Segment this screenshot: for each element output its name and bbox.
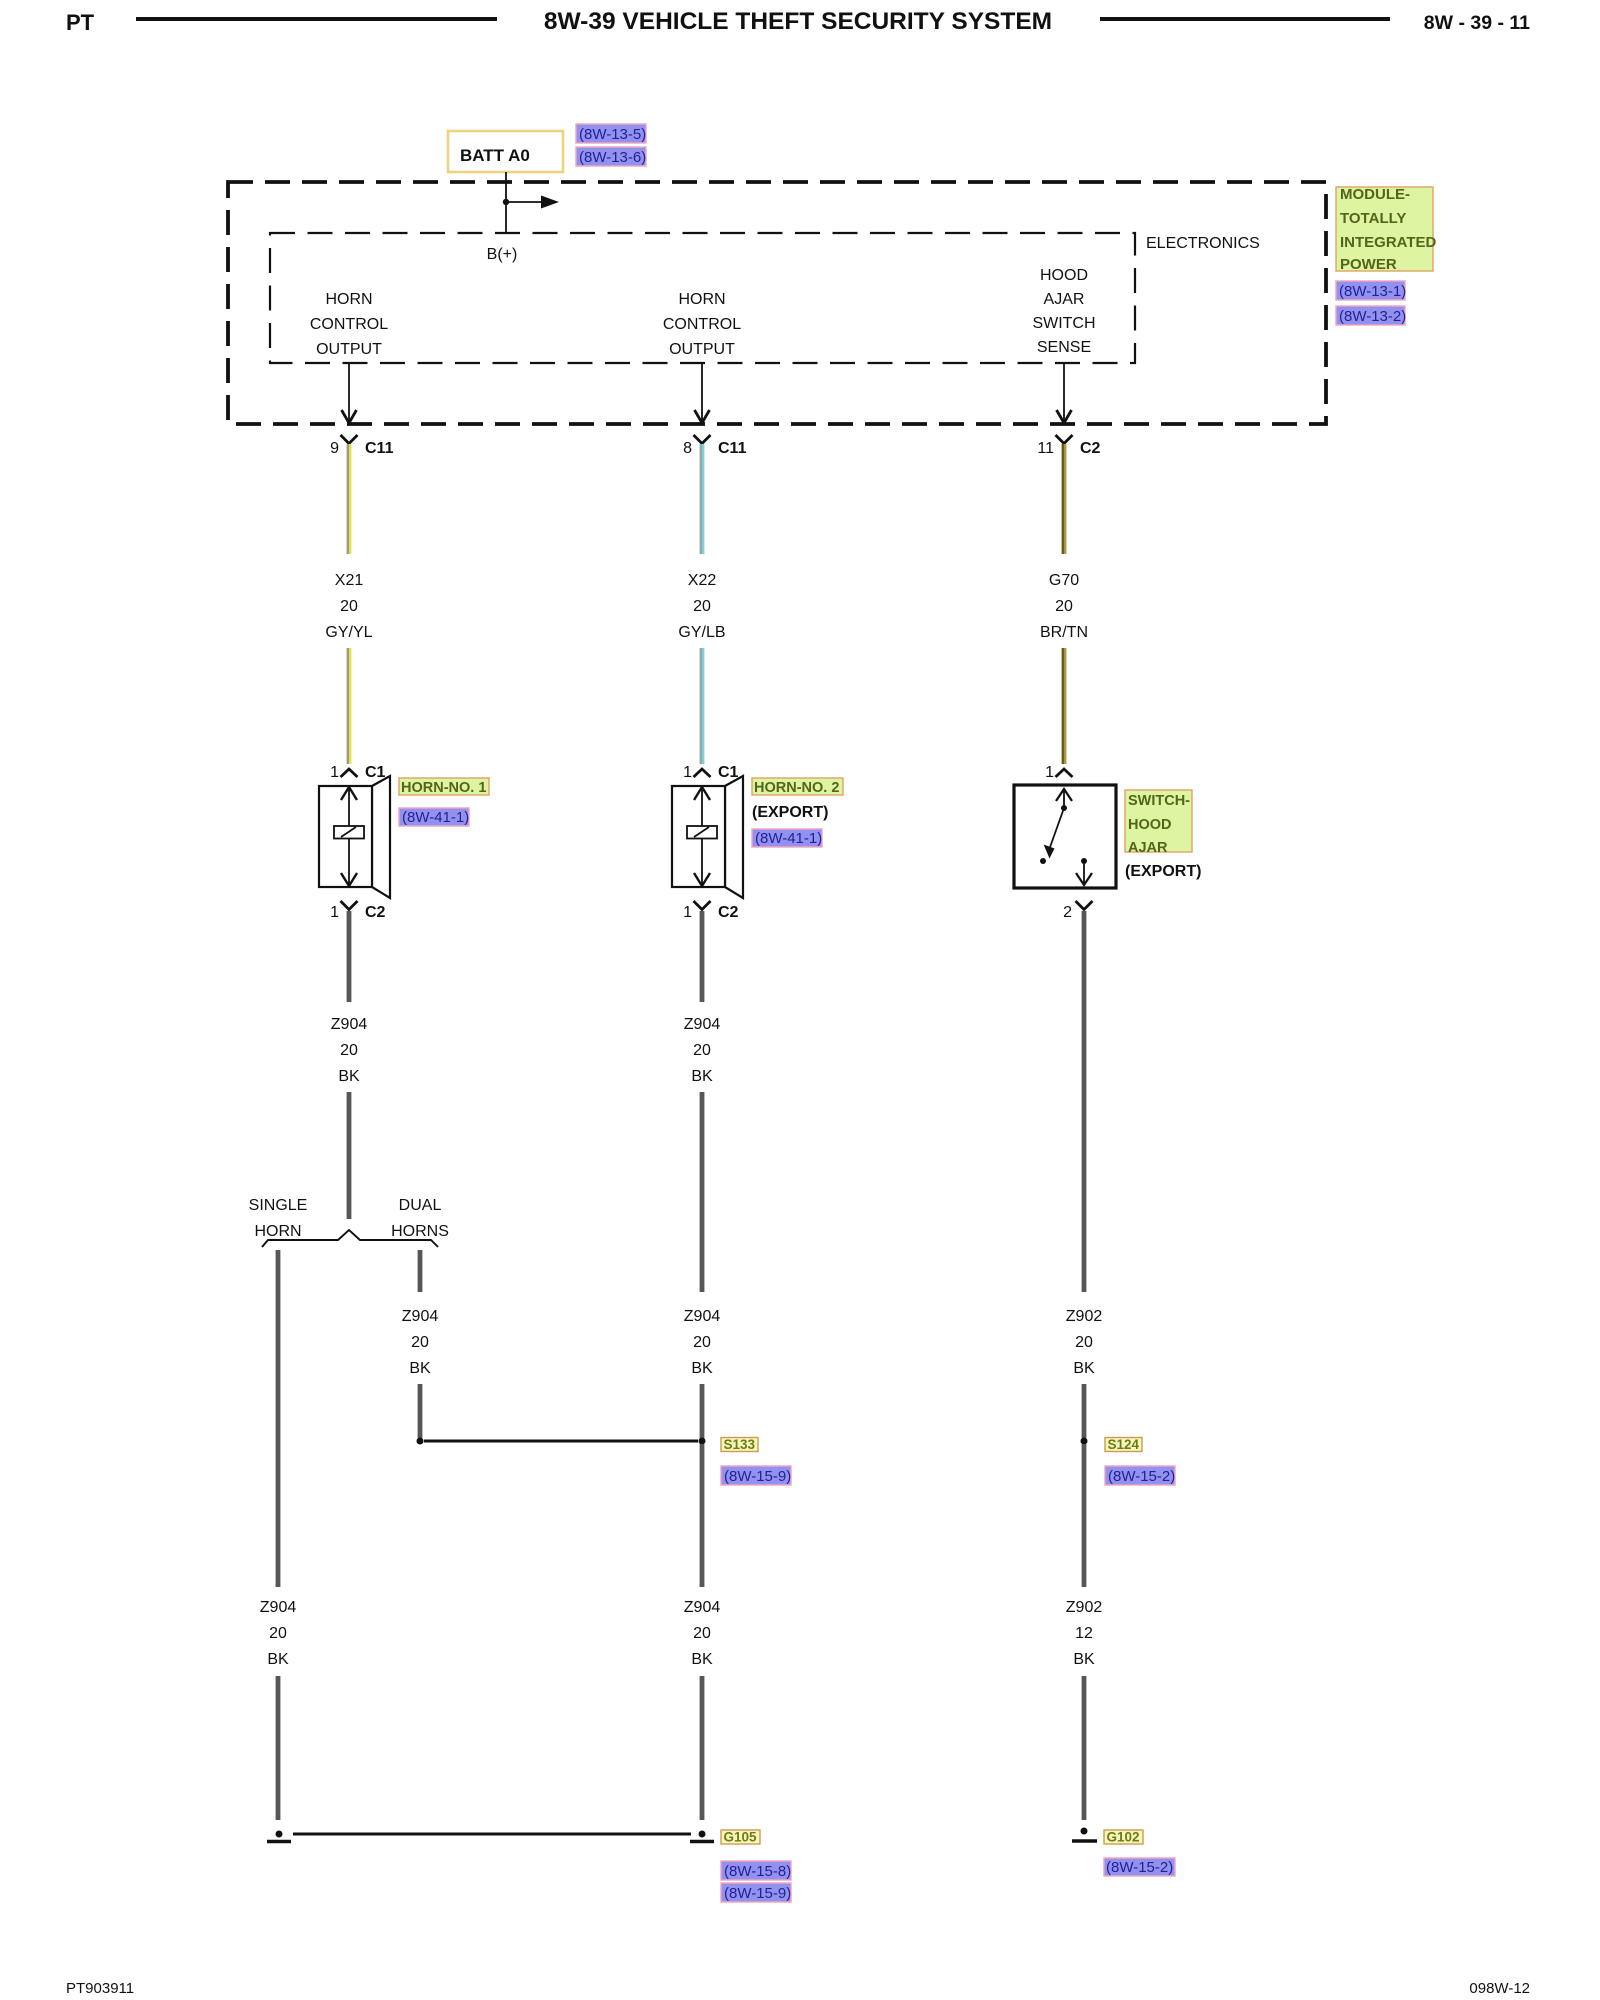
svg-text:OUTPUT: OUTPUT xyxy=(669,341,735,358)
svg-text:HORN: HORN xyxy=(325,291,372,308)
svg-text:(8W-15-9): (8W-15-9) xyxy=(724,1468,791,1485)
svg-text:20: 20 xyxy=(693,1042,711,1059)
svg-text:OUTPUT: OUTPUT xyxy=(316,341,382,358)
svg-text:HORNS: HORNS xyxy=(391,1223,449,1240)
svg-text:(8W-15-2): (8W-15-2) xyxy=(1106,1859,1173,1876)
svg-text:HORN: HORN xyxy=(254,1223,301,1240)
svg-text:11: 11 xyxy=(1037,440,1054,457)
svg-text:(8W-13-1): (8W-13-1) xyxy=(1339,283,1406,300)
svg-text:C2: C2 xyxy=(1080,440,1101,457)
svg-text:C11: C11 xyxy=(365,440,394,457)
svg-text:1: 1 xyxy=(330,764,339,781)
svg-text:BATT A0: BATT A0 xyxy=(460,146,530,165)
svg-text:Z904: Z904 xyxy=(402,1308,439,1325)
svg-text:(EXPORT): (EXPORT) xyxy=(1125,863,1201,880)
svg-text:20: 20 xyxy=(340,598,358,615)
svg-text:20: 20 xyxy=(693,1625,711,1642)
svg-text:G105: G105 xyxy=(724,1830,758,1845)
svg-text:8: 8 xyxy=(683,440,692,457)
svg-text:(8W-13-2): (8W-13-2) xyxy=(1339,308,1406,325)
svg-text:12: 12 xyxy=(1075,1625,1093,1642)
svg-text:8W - 39 - 11: 8W - 39 - 11 xyxy=(1424,12,1530,34)
svg-text:DUAL: DUAL xyxy=(399,1197,442,1214)
svg-text:TOTALLY: TOTALLY xyxy=(1340,210,1406,227)
svg-text:20: 20 xyxy=(1055,598,1073,615)
svg-text:SWITCH-: SWITCH- xyxy=(1128,793,1190,809)
svg-text:AJAR: AJAR xyxy=(1128,840,1168,856)
svg-text:B(+): B(+) xyxy=(487,246,518,263)
svg-text:(8W-15-8): (8W-15-8) xyxy=(724,1863,791,1880)
svg-text:C1: C1 xyxy=(718,764,739,781)
svg-text:BK: BK xyxy=(409,1360,431,1377)
svg-text:SINGLE: SINGLE xyxy=(249,1197,308,1214)
svg-text:20: 20 xyxy=(269,1625,287,1642)
svg-text:20: 20 xyxy=(411,1334,429,1351)
svg-text:PT903911: PT903911 xyxy=(66,1980,134,1997)
svg-text:BK: BK xyxy=(1073,1360,1095,1377)
svg-text:C2: C2 xyxy=(365,904,386,921)
svg-text:(8W-15-9): (8W-15-9) xyxy=(724,1885,791,1902)
svg-text:(8W-15-2): (8W-15-2) xyxy=(1108,1468,1175,1485)
svg-text:(8W-41-1): (8W-41-1) xyxy=(755,830,822,847)
svg-text:GY/YL: GY/YL xyxy=(325,624,372,641)
svg-text:BK: BK xyxy=(691,1360,713,1377)
svg-text:Z902: Z902 xyxy=(1066,1599,1103,1616)
svg-text:Z904: Z904 xyxy=(684,1308,721,1325)
svg-text:SENSE: SENSE xyxy=(1037,339,1091,356)
svg-text:9: 9 xyxy=(330,440,339,457)
svg-text:G102: G102 xyxy=(1107,1830,1140,1845)
svg-text:HOOD: HOOD xyxy=(1040,267,1088,284)
svg-text:1: 1 xyxy=(330,904,339,921)
svg-text:PT: PT xyxy=(66,10,95,35)
svg-text:POWER: POWER xyxy=(1340,256,1397,273)
svg-text:BK: BK xyxy=(691,1068,713,1085)
svg-text:Z904: Z904 xyxy=(684,1016,721,1033)
svg-text:BK: BK xyxy=(338,1068,360,1085)
svg-text:ELECTRONICS: ELECTRONICS xyxy=(1146,235,1260,252)
svg-text:BR/TN: BR/TN xyxy=(1040,624,1088,641)
svg-text:CONTROL: CONTROL xyxy=(310,316,388,333)
svg-text:098W-12: 098W-12 xyxy=(1469,1980,1530,1997)
svg-text:Z904: Z904 xyxy=(260,1599,297,1616)
svg-text:Z902: Z902 xyxy=(1066,1308,1103,1325)
svg-text:SWITCH: SWITCH xyxy=(1032,315,1095,332)
svg-text:INTEGRATED: INTEGRATED xyxy=(1340,234,1437,251)
svg-text:Z904: Z904 xyxy=(331,1016,368,1033)
svg-text:HORN-NO. 1: HORN-NO. 1 xyxy=(401,780,486,796)
svg-text:Z904: Z904 xyxy=(684,1599,721,1616)
svg-text:2: 2 xyxy=(1063,904,1072,921)
svg-text:AJAR: AJAR xyxy=(1044,291,1085,308)
svg-text:(8W-13-5): (8W-13-5) xyxy=(579,126,646,143)
svg-text:20: 20 xyxy=(1075,1334,1093,1351)
svg-text:HORN: HORN xyxy=(678,291,725,308)
svg-text:GY/LB: GY/LB xyxy=(678,624,725,641)
svg-text:20: 20 xyxy=(340,1042,358,1059)
svg-text:C1: C1 xyxy=(365,764,386,781)
svg-text:(8W-13-6): (8W-13-6) xyxy=(579,149,646,166)
svg-text:BK: BK xyxy=(691,1651,713,1668)
svg-text:C2: C2 xyxy=(718,904,739,921)
svg-text:G70: G70 xyxy=(1049,572,1079,589)
svg-text:S133: S133 xyxy=(724,1437,756,1452)
svg-text:20: 20 xyxy=(693,1334,711,1351)
svg-text:BK: BK xyxy=(267,1651,289,1668)
svg-text:8W-39 VEHICLE THEFT SECURITY S: 8W-39 VEHICLE THEFT SECURITY SYSTEM xyxy=(544,8,1052,35)
svg-text:(EXPORT): (EXPORT) xyxy=(752,804,828,821)
svg-text:20: 20 xyxy=(693,598,711,615)
svg-text:1: 1 xyxy=(1045,764,1054,781)
svg-text:MODULE-: MODULE- xyxy=(1340,186,1410,203)
svg-text:HORN-NO. 2: HORN-NO. 2 xyxy=(754,780,839,796)
svg-text:CONTROL: CONTROL xyxy=(663,316,741,333)
svg-text:S124: S124 xyxy=(1108,1437,1140,1452)
svg-text:HOOD: HOOD xyxy=(1128,817,1172,833)
svg-text:BK: BK xyxy=(1073,1651,1095,1668)
svg-text:1: 1 xyxy=(683,764,692,781)
svg-text:1: 1 xyxy=(683,904,692,921)
svg-text:X21: X21 xyxy=(335,572,364,589)
svg-text:X22: X22 xyxy=(688,572,717,589)
svg-text:(8W-41-1): (8W-41-1) xyxy=(402,809,469,826)
svg-text:C11: C11 xyxy=(718,440,747,457)
